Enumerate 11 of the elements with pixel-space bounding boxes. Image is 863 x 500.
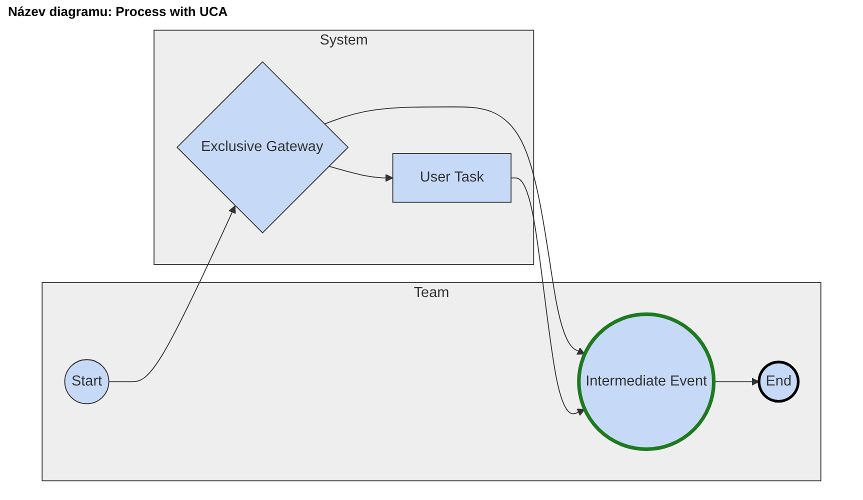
node-circle: End (758, 360, 800, 403)
node-box: User Task (392, 153, 512, 203)
arrow (713, 378, 760, 386)
node-diamond: Exclusive Gateway (176, 61, 349, 234)
arrow (510, 177, 586, 416)
node-circle: Intermediate Event (577, 312, 716, 451)
arrow (324, 106, 586, 355)
diagram-title: Název diagramu: Process with UCA (7, 3, 229, 21)
node-circle: Start (64, 359, 110, 404)
arrow (108, 206, 236, 382)
arrow (328, 166, 394, 182)
